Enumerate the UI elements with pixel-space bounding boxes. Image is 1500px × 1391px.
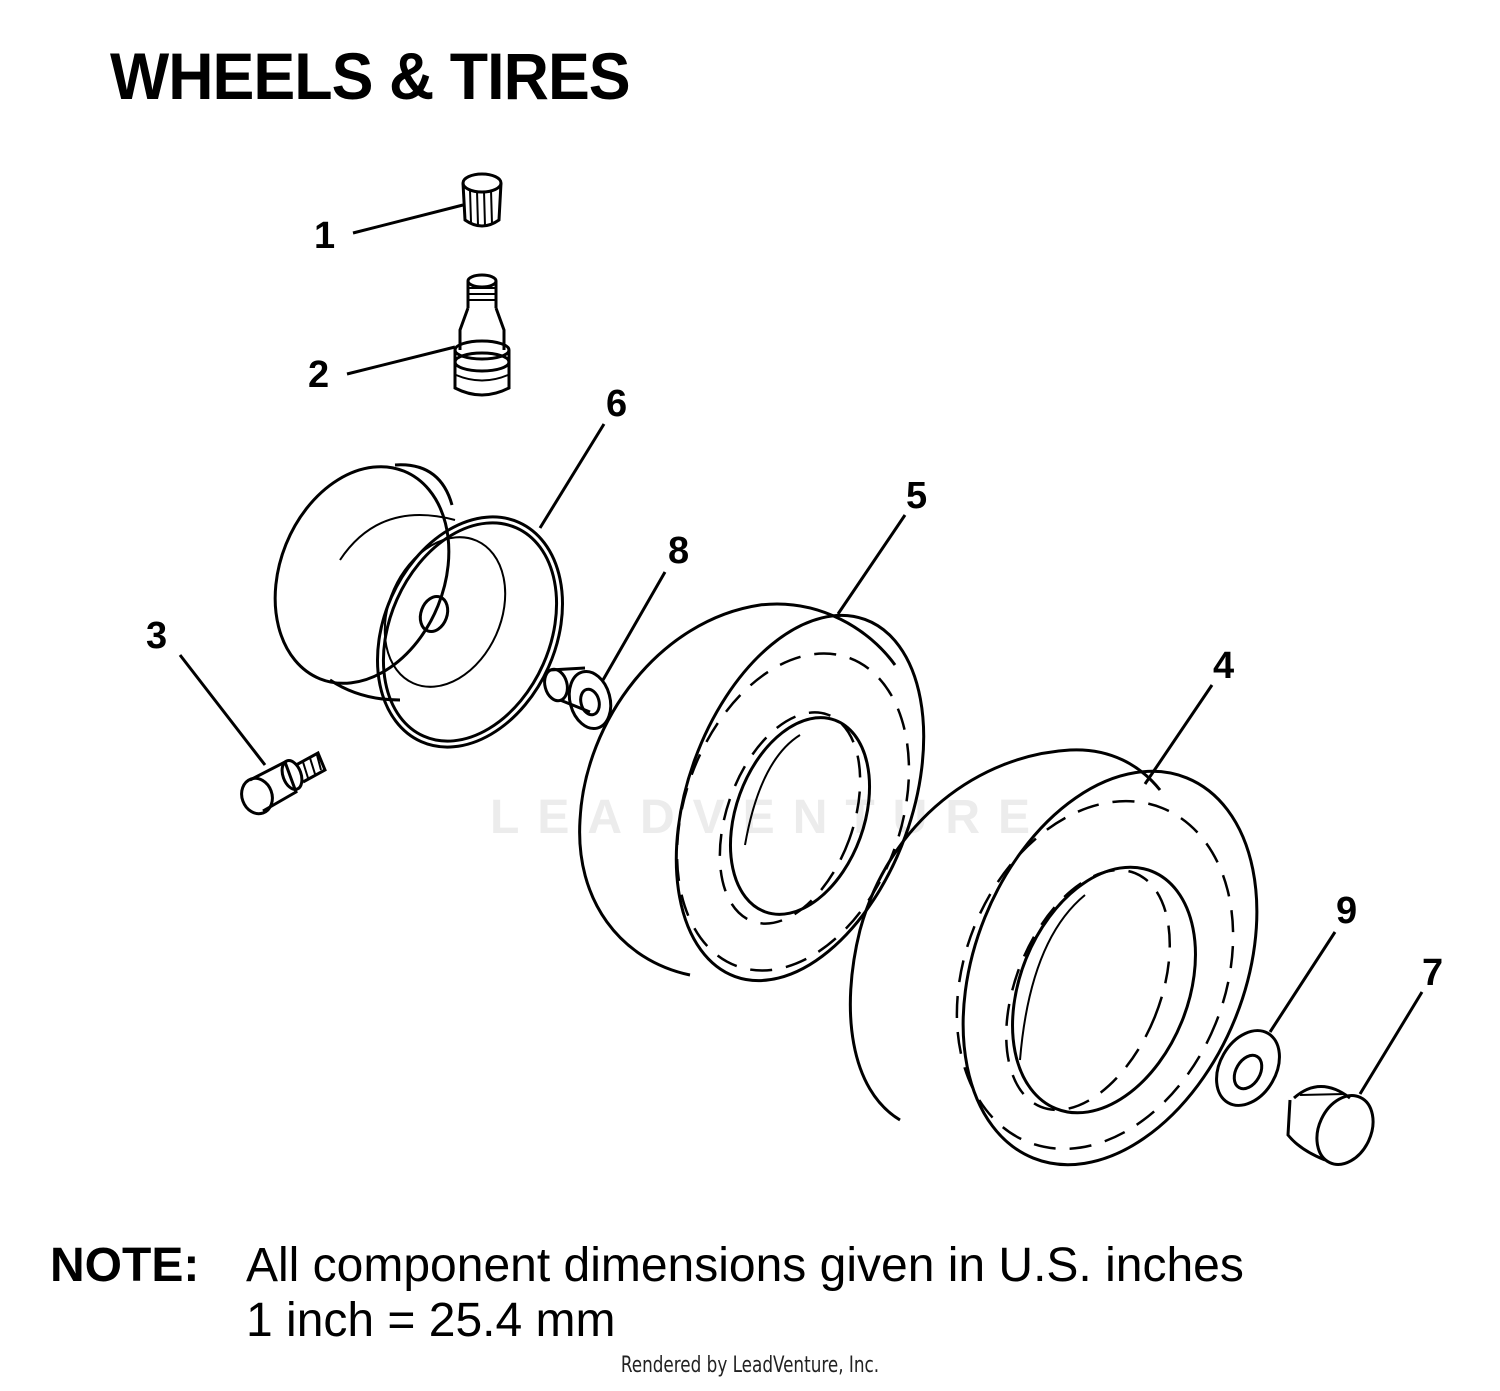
part-4-rear-tire[interactable]	[848, 727, 1312, 1208]
callout-6[interactable]: 6	[606, 383, 627, 425]
page-title: WHEELS & TIRES	[110, 39, 631, 113]
part-2-valve-stem[interactable]	[453, 273, 511, 397]
note-label: NOTE:	[50, 1239, 200, 1292]
callout-7[interactable]: 7	[1422, 952, 1443, 994]
part-9-washer[interactable]	[1204, 1019, 1292, 1116]
leader-line-4	[1143, 684, 1214, 785]
leader-line-3	[178, 654, 267, 766]
leader-line-6	[538, 423, 606, 529]
callout-8[interactable]: 8	[668, 530, 689, 572]
note-text-line-1: All component dimensions given in U.S. i…	[246, 1239, 1244, 1292]
note-text-line-2: 1 inch = 25.4 mm	[246, 1294, 616, 1347]
callout-1[interactable]: 1	[314, 215, 335, 257]
leader-line-7	[1358, 991, 1424, 1095]
callout-2[interactable]: 2	[308, 354, 329, 396]
part-5-front-tire[interactable]	[578, 581, 971, 1015]
part-8-bushing[interactable]	[541, 666, 617, 733]
callout-5[interactable]: 5	[906, 475, 927, 517]
callout-4[interactable]: 4	[1213, 645, 1234, 687]
part-6-wheel-rim[interactable]	[244, 440, 597, 776]
callout-9[interactable]: 9	[1336, 890, 1357, 932]
part-7-hub-cap[interactable]	[1286, 1085, 1384, 1173]
callout-3[interactable]: 3	[146, 615, 167, 657]
leader-line-8	[601, 571, 667, 681]
footer-credit: Rendered by LeadVenture, Inc.	[620, 1353, 880, 1378]
leader-line-1	[352, 203, 464, 235]
part-3-hub-bolt[interactable]	[237, 750, 327, 818]
leader-line-5	[836, 514, 907, 615]
leader-line-2	[346, 345, 456, 376]
part-1-valve-cap[interactable]	[461, 172, 503, 228]
leader-line-9	[1268, 931, 1337, 1033]
